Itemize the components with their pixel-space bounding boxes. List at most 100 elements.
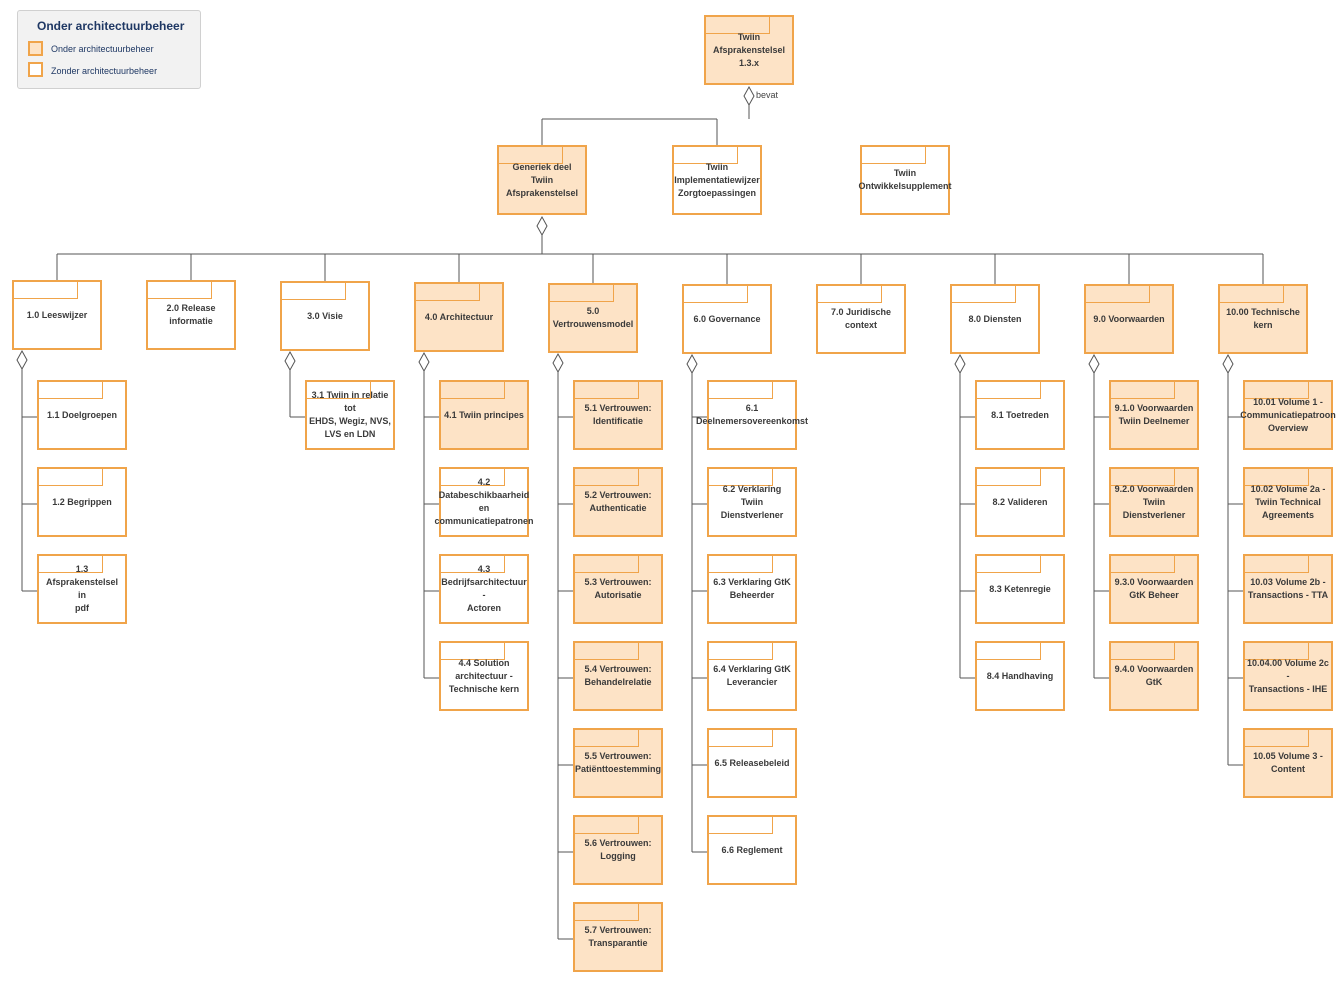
package-child-4-3-label: 5.4 Vertrouwen: Behandelrelatie: [584, 664, 652, 687]
package-tab: [282, 283, 346, 300]
package-child-9-2[interactable]: 10.03 Volume 2b - Transactions - TTA: [1243, 554, 1333, 624]
package-tab: [952, 286, 1016, 303]
package-section-3[interactable]: 4.0 Architectuur: [414, 282, 504, 352]
package-section-6[interactable]: 7.0 Juridische context: [816, 284, 906, 354]
package-tab: [977, 643, 1041, 660]
package-child-9-1[interactable]: 10.02 Volume 2a - Twiin Technical Agreem…: [1243, 467, 1333, 537]
package-child-4-5[interactable]: 5.6 Vertrouwen: Logging: [573, 815, 663, 885]
package-tab: [499, 147, 563, 164]
package-level1-1-label: Twiin Implementatiewijzer Zorgtoepassing…: [674, 161, 760, 198]
package-child-0-2[interactable]: 1.3 Afsprakenstelsel in pdf: [37, 554, 127, 624]
package-tab: [977, 469, 1041, 486]
package-child-7-0-label: 8.1 Toetreden: [991, 409, 1049, 420]
package-section-0[interactable]: 1.0 Leeswijzer: [12, 280, 102, 350]
package-section-4-label: 5.0 Vertrouwensmodel: [552, 306, 634, 329]
package-child-5-0[interactable]: 6.1 Deelnemersovereenkomst: [696, 380, 808, 450]
package-child-4-2[interactable]: 5.3 Vertrouwen: Autorisatie: [573, 554, 663, 624]
package-child-0-0[interactable]: 1.1 Doelgroepen: [37, 380, 127, 450]
package-section-5[interactable]: 6.0 Governance: [682, 284, 772, 354]
package-level1-1[interactable]: Twiin Implementatiewijzer Zorgtoepassing…: [672, 145, 762, 215]
legend-swatch-managed: [28, 41, 43, 56]
package-child-9-4[interactable]: 10.05 Volume 3 - Content: [1243, 728, 1333, 798]
package-child-4-0[interactable]: 5.1 Vertrouwen: Identificatie: [573, 380, 663, 450]
package-child-7-1[interactable]: 8.2 Valideren: [975, 467, 1065, 537]
package-tab: [1245, 556, 1309, 573]
package-child-3-3[interactable]: 4.4 Solution architectuur - Technische k…: [439, 641, 529, 711]
package-tab: [674, 147, 738, 164]
package-section-9[interactable]: 10.00 Technische kern: [1218, 284, 1308, 354]
package-section-8[interactable]: 9.0 Voorwaarden: [1084, 284, 1174, 354]
package-child-4-4[interactable]: 5.5 Vertrouwen: Patiënttoestemming: [573, 728, 663, 798]
package-child-3-0[interactable]: 4.1 Twiin principes: [439, 380, 529, 450]
package-tab: [977, 382, 1041, 399]
package-child-2-0[interactable]: 3.1 Twiin in relatie tot EHDS, Wegiz, NV…: [305, 380, 395, 450]
package-child-4-1[interactable]: 5.2 Vertrouwen: Authenticatie: [573, 467, 663, 537]
package-child-3-1[interactable]: 4.2 Databeschikbaarheid en communicatiep…: [434, 467, 534, 537]
package-tab: [1086, 286, 1150, 303]
package-child-5-1[interactable]: 6.2 Verklaring Twiin Dienstverlener: [707, 467, 797, 537]
package-tab: [441, 643, 505, 660]
package-child-4-1-label: 5.2 Vertrouwen: Authenticatie: [584, 490, 652, 513]
package-child-5-1-label: 6.2 Verklaring Twiin Dienstverlener: [720, 483, 784, 520]
package-child-7-2[interactable]: 8.3 Ketenregie: [975, 554, 1065, 624]
package-section-8-label: 9.0 Voorwaarden: [1093, 313, 1165, 324]
package-section-5-label: 6.0 Governance: [693, 313, 761, 324]
package-tab: [14, 282, 78, 299]
legend-label-managed: Onder architectuurbeheer: [51, 44, 154, 54]
package-child-4-6[interactable]: 5.7 Vertrouwen: Transparantie: [573, 902, 663, 972]
package-child-3-2[interactable]: 4.3 Bedrijfsarchitectuur - Actoren: [439, 554, 529, 624]
package-child-0-1[interactable]: 1.2 Begrippen: [37, 467, 127, 537]
package-tab: [1111, 382, 1175, 399]
package-child-0-0-label: 1.1 Doelgroepen: [46, 409, 118, 420]
package-root[interactable]: Twiin Afsprakenstelsel 1.3.x: [704, 15, 794, 85]
package-child-7-0[interactable]: 8.1 Toetreden: [975, 380, 1065, 450]
package-child-5-3[interactable]: 6.4 Verklaring GtK Leverancier: [707, 641, 797, 711]
package-child-4-3[interactable]: 5.4 Vertrouwen: Behandelrelatie: [573, 641, 663, 711]
package-child-5-4-label: 6.5 Releasebeleid: [714, 757, 790, 768]
package-level1-2[interactable]: Twiin Ontwikkelsupplement: [858, 145, 952, 215]
package-tab: [1245, 730, 1309, 747]
package-child-5-0-label: 6.1 Deelnemersovereenkomst: [695, 403, 809, 426]
package-child-7-3[interactable]: 8.4 Handhaving: [975, 641, 1065, 711]
package-tab: [39, 382, 103, 399]
package-tab: [307, 382, 371, 399]
package-child-5-5-label: 6.6 Reglement: [721, 844, 783, 855]
package-section-4[interactable]: 5.0 Vertrouwensmodel: [548, 283, 638, 353]
package-child-5-2[interactable]: 6.3 Verklaring GtK Beheerder: [707, 554, 797, 624]
relation-label: bevat: [756, 90, 779, 100]
package-child-9-4-label: 10.05 Volume 3 - Content: [1253, 751, 1323, 774]
package-section-1-label: 2.0 Release informatie: [166, 303, 216, 326]
package-tab: [1245, 382, 1309, 399]
package-section-0-label: 1.0 Leeswijzer: [26, 309, 88, 320]
package-tab: [575, 817, 639, 834]
package-child-3-2-label: 4.3 Bedrijfsarchitectuur - Actoren: [441, 564, 527, 613]
package-section-2[interactable]: 3.0 Visie: [280, 281, 370, 351]
package-tab: [709, 643, 773, 660]
package-child-8-3[interactable]: 9.4.0 Voorwaarden GtK: [1109, 641, 1199, 711]
package-child-7-2-label: 8.3 Ketenregie: [989, 583, 1051, 594]
package-child-5-3-label: 6.4 Verklaring GtK Leverancier: [713, 664, 791, 687]
package-child-5-5[interactable]: 6.6 Reglement: [707, 815, 797, 885]
package-child-4-0-label: 5.1 Vertrouwen: Identificatie: [584, 403, 652, 426]
package-tab: [818, 286, 882, 303]
package-level1-0[interactable]: Generiek deel Twiin Afsprakenstelsel: [497, 145, 587, 215]
package-child-8-1[interactable]: 9.2.0 Voorwaarden Twiin Dienstverlener: [1109, 467, 1199, 537]
package-child-2-0-label: 3.1 Twiin in relatie tot EHDS, Wegiz, NV…: [309, 390, 391, 439]
package-child-8-0[interactable]: 9.1.0 Voorwaarden Twiin Deelnemer: [1109, 380, 1199, 450]
package-tab: [1245, 643, 1309, 660]
package-section-1[interactable]: 2.0 Release informatie: [146, 280, 236, 350]
package-child-9-3[interactable]: 10.04.00 Volume 2c - Transactions - IHE: [1243, 641, 1333, 711]
package-tab: [575, 556, 639, 573]
package-child-4-4-label: 5.5 Vertrouwen: Patiënttoestemming: [575, 751, 662, 774]
package-child-8-2-label: 9.3.0 Voorwaarden GtK Beheer: [1114, 577, 1194, 600]
legend-swatch-unmanaged: [28, 62, 43, 77]
generic-aggregation-diamond-icon: [536, 215, 548, 237]
package-child-8-2[interactable]: 9.3.0 Voorwaarden GtK Beheer: [1109, 554, 1199, 624]
legend: Onder architectuurbeheer Onder architect…: [17, 10, 201, 89]
package-child-5-4[interactable]: 6.5 Releasebeleid: [707, 728, 797, 798]
package-section-7[interactable]: 8.0 Diensten: [950, 284, 1040, 354]
package-tab: [709, 556, 773, 573]
package-level1-0-label: Generiek deel Twiin Afsprakenstelsel: [505, 161, 579, 198]
package-child-9-0[interactable]: 10.01 Volume 1 - Communicatiepatroon Ove…: [1240, 380, 1336, 450]
package-child-5-2-label: 6.3 Verklaring GtK Beheerder: [713, 577, 791, 600]
